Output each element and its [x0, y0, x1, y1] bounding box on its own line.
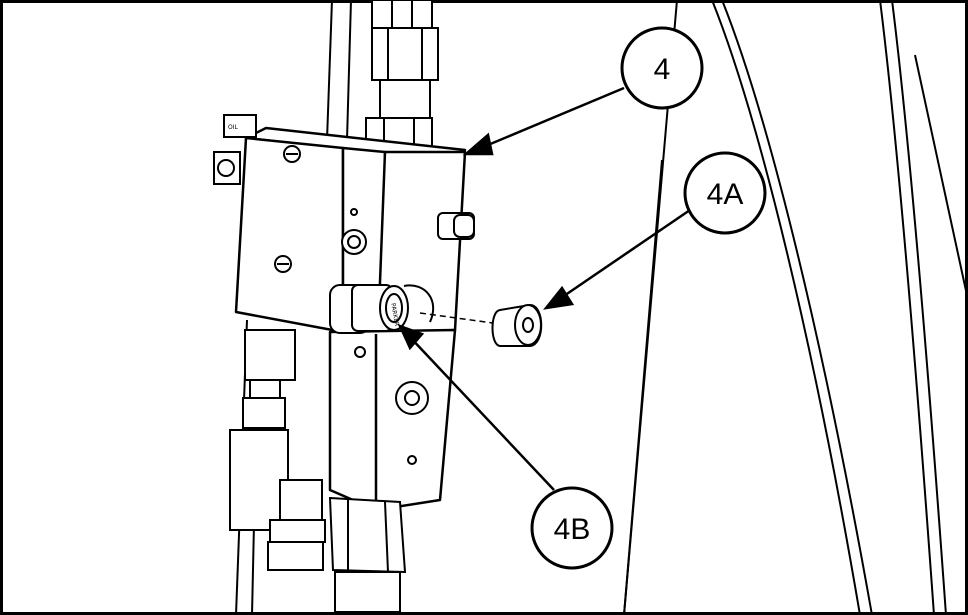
- bracket-label: OIL: [228, 124, 238, 131]
- oil-bracket: [213, 114, 257, 185]
- side-plug: [437, 212, 475, 240]
- top-hose-fitting: [365, 0, 439, 153]
- leader-lines: [397, 86, 691, 491]
- dashed-guide: [419, 312, 501, 325]
- callout-4a-label: 4A: [707, 178, 744, 211]
- valve-manifold: [234, 126, 467, 512]
- callout-4-label: 4: [654, 53, 671, 86]
- quick-coupler: [329, 284, 435, 334]
- callout-4a: 4A: [683, 151, 767, 235]
- callout-4: 4: [620, 26, 704, 110]
- callout-4b: 4B: [530, 486, 614, 570]
- dust-cap: [491, 303, 543, 347]
- coupler-face-label: PARKER: [389, 303, 400, 327]
- callout-4b-label: 4B: [554, 513, 591, 546]
- manifold-bolts: [274, 145, 429, 465]
- lower-hoses: [229, 329, 407, 613]
